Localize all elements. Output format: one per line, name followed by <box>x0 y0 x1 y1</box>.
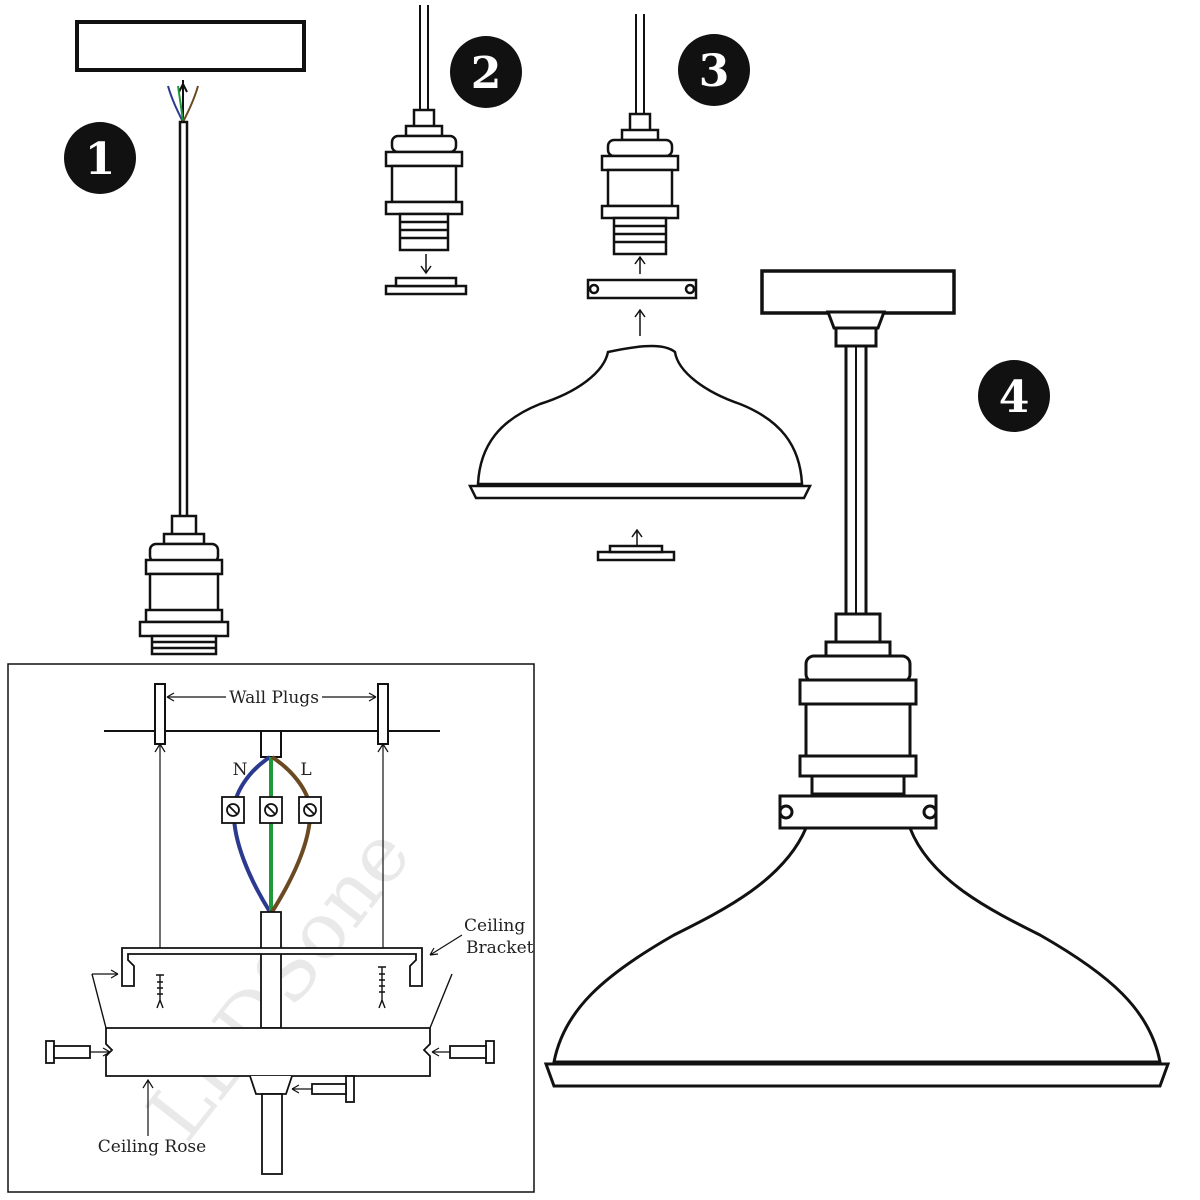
step-2-cord <box>419 5 429 112</box>
ceiling-rose <box>105 1027 431 1077</box>
wiring-detail-panel: LEDSone <box>7 663 535 1193</box>
step-2-assembly <box>384 5 468 296</box>
step-4-gallery-bracket <box>778 794 938 830</box>
ceiling-wires <box>167 80 199 123</box>
step-3-assembly <box>467 14 813 562</box>
ceiling-bracket <box>121 947 423 987</box>
svg-text:4: 4 <box>999 372 1030 423</box>
svg-text:3: 3 <box>699 46 730 97</box>
wall-plug-right <box>377 683 389 745</box>
step-4-assembly <box>543 269 1171 1088</box>
step-badge-1: 1 <box>64 122 136 194</box>
ceiling-bracket-label-2: Bracket <box>466 938 534 958</box>
step-badge-4: 4 <box>978 360 1050 432</box>
step-4-shade <box>552 826 1162 1064</box>
step-1-assembly <box>75 20 306 656</box>
ceiling-plate <box>75 20 306 72</box>
wall-plugs-label: Wall Plugs <box>229 688 319 708</box>
grip-screw <box>291 1075 355 1103</box>
step-3-cord <box>635 14 645 116</box>
svg-text:1: 1 <box>85 134 116 185</box>
svg-text:2: 2 <box>471 48 502 99</box>
side-screw-right <box>431 1040 495 1064</box>
step-2-down-arrow <box>420 254 432 275</box>
pendant-cord <box>178 120 189 520</box>
wall-plug-left <box>154 683 166 745</box>
neutral-label: N <box>233 760 248 780</box>
ceiling-bracket-label-1: Ceiling <box>464 916 525 936</box>
step-badge-3: 3 <box>678 34 750 106</box>
step-3-shade <box>476 344 804 486</box>
step-4-ceiling-plate <box>760 269 956 315</box>
live-label: L <box>300 760 311 780</box>
ceiling-rose-label: Ceiling Rose <box>98 1137 206 1157</box>
side-screw-left <box>45 1040 111 1064</box>
lamp-holder-1 <box>138 514 230 656</box>
step-3-gallery-bracket <box>586 278 698 300</box>
step-badge-2: 2 <box>450 36 522 108</box>
